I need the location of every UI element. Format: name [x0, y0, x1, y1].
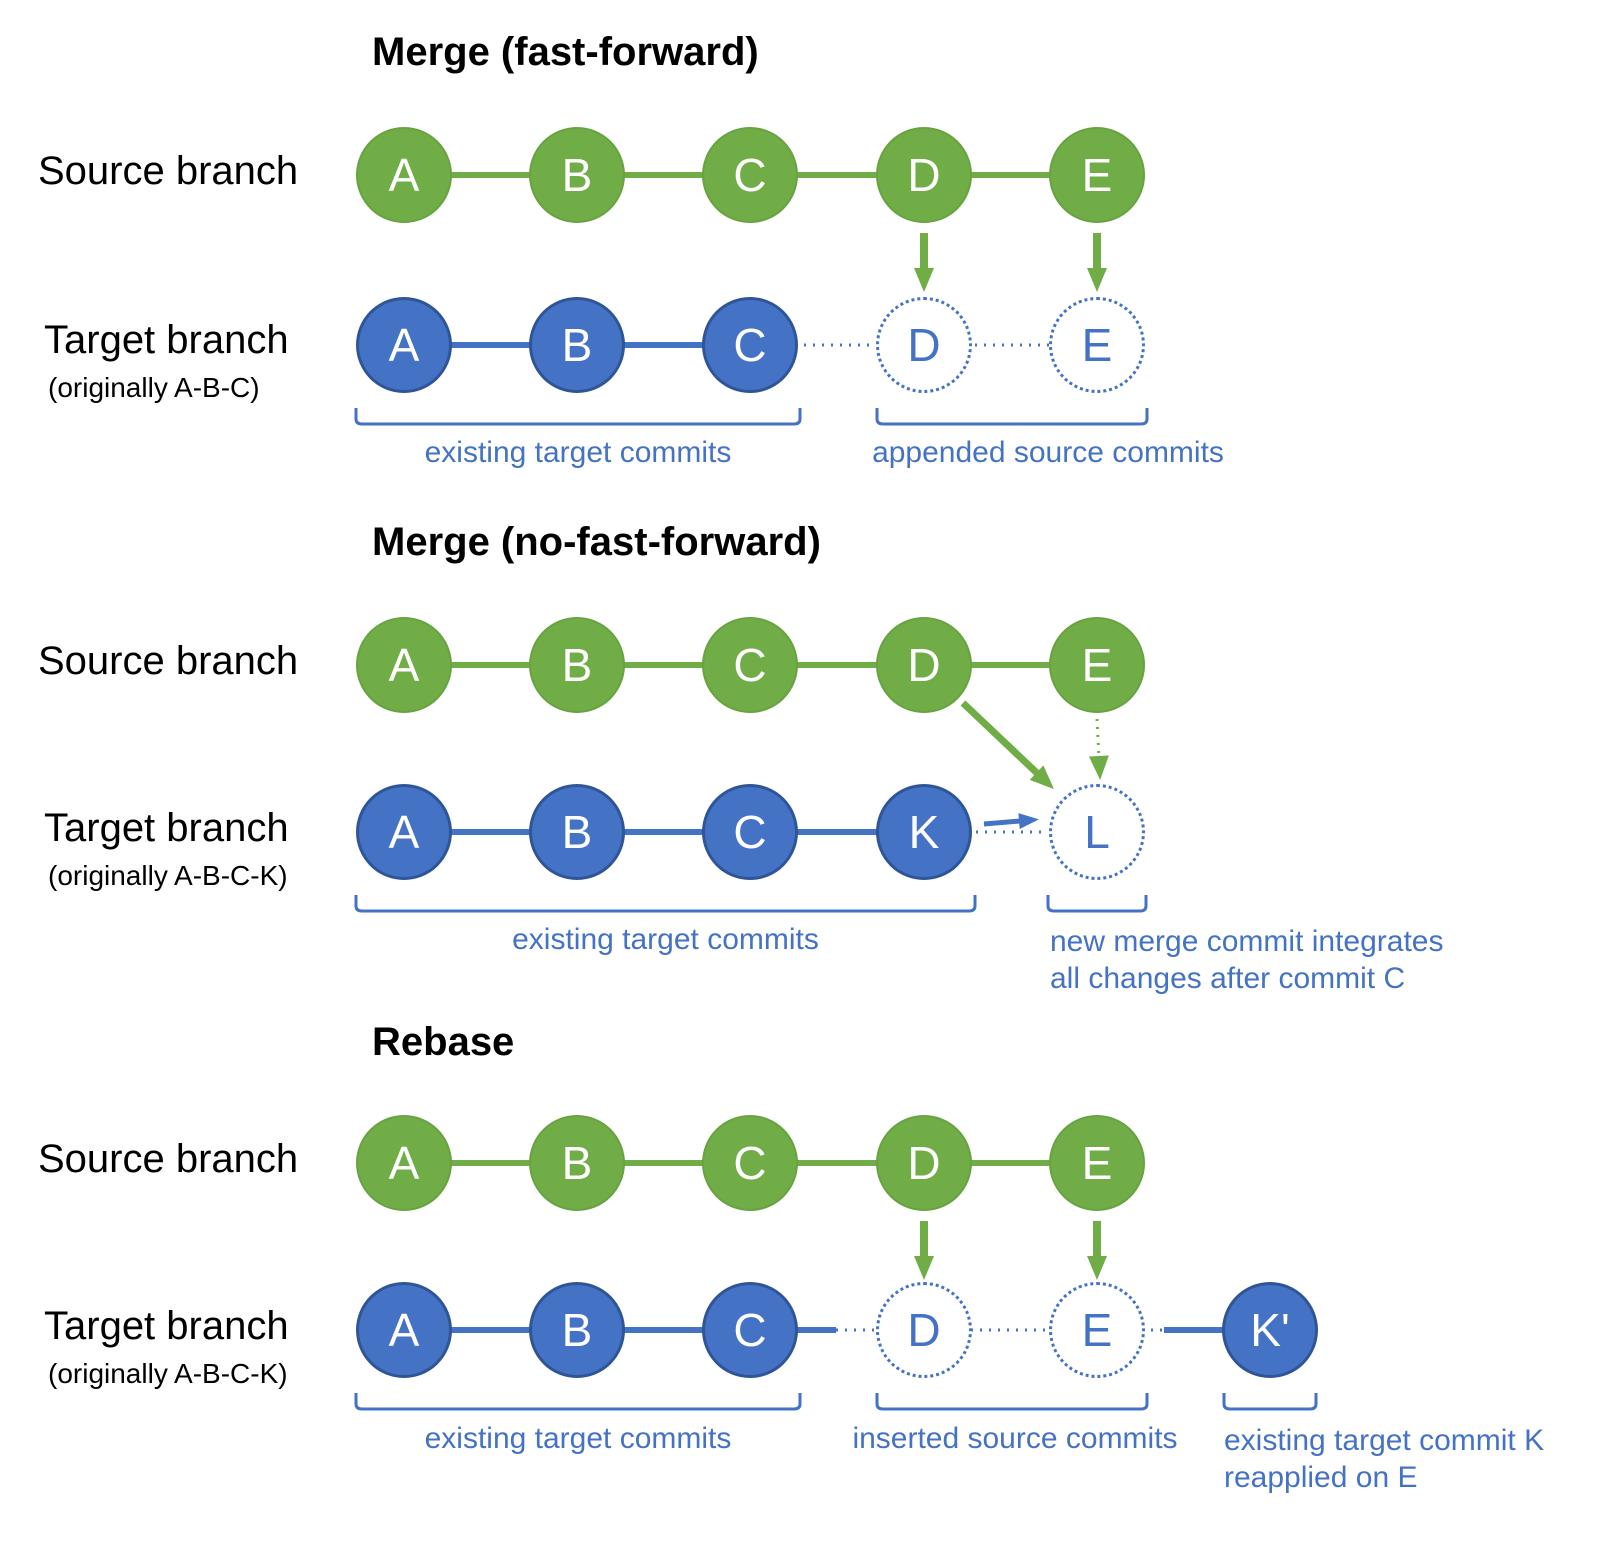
s2-left-bracket — [354, 895, 977, 913]
s3-target-commit-c: C — [702, 1282, 798, 1378]
s2-target-commit-b: B — [529, 784, 625, 880]
s1-target-commit-b: B — [529, 297, 625, 393]
s3-right-bracket-label-line1: existing target commit K — [1224, 1424, 1545, 1457]
s2-arrow-d-to-l-icon — [960, 700, 1054, 790]
s1-target-commit-a: A — [356, 297, 452, 393]
s3-right-bracket-label: existing target commit K reapplied on E — [1224, 1422, 1544, 1496]
s1-source-commit-d: D — [876, 127, 972, 223]
s1-left-bracket — [354, 408, 802, 426]
s3-source-commit-b: B — [529, 1115, 625, 1211]
s2-source-commit-a: A — [356, 617, 452, 713]
s2-source-commit-d: D — [876, 617, 972, 713]
s2-merge-commit-l: L — [1049, 784, 1145, 880]
s2-source-commit-e: E — [1049, 617, 1145, 713]
s1-target-commit-c: C — [702, 297, 798, 393]
s3-reapplied-commit-kprime: K' — [1222, 1282, 1318, 1378]
s3-inserted-commit-e: E — [1049, 1282, 1145, 1378]
s2-right-bracket-label-line1: new merge commit integrates — [1050, 925, 1444, 958]
section-title-no-fast-forward: Merge (no-fast-forward) — [372, 520, 821, 564]
s3-source-commit-d: D — [876, 1115, 972, 1211]
s2-source-branch-label: Source branch — [38, 639, 299, 683]
s2-target-commit-c: C — [702, 784, 798, 880]
s3-right-bracket-label-line2: reapplied on E — [1224, 1461, 1418, 1494]
s3-left-bracket — [354, 1393, 802, 1411]
s3-source-commit-c: C — [702, 1115, 798, 1211]
s3-target-commit-a: A — [356, 1282, 452, 1378]
s1-source-commit-e: E — [1049, 127, 1145, 223]
s3-left-bracket-label: existing target commits — [424, 1422, 732, 1455]
s1-target-branch-note: (originally A-B-C) — [48, 372, 260, 403]
s3-mid-bracket — [875, 1393, 1149, 1411]
s2-right-bracket-label-line2: all changes after commit C — [1050, 962, 1406, 995]
s1-left-bracket-label: existing target commits — [424, 436, 732, 469]
s3-target-commit-b: B — [529, 1282, 625, 1378]
s2-arrow-k-to-l-icon — [983, 813, 1039, 830]
s1-source-branch-label: Source branch — [38, 149, 299, 193]
s2-target-commit-k: K — [876, 784, 972, 880]
s3-source-commit-e: E — [1049, 1115, 1145, 1211]
s3-source-branch-label: Source branch — [38, 1137, 299, 1181]
s1-appended-commit-d: D — [876, 297, 972, 393]
s2-right-bracket-label: new merge commit integrates all changes … — [1050, 923, 1444, 997]
s3-target-branch-note: (originally A-B-C-K) — [48, 1358, 288, 1389]
s1-appended-commit-e: E — [1049, 297, 1145, 393]
s3-target-branch-label: Target branch — [44, 1304, 289, 1348]
s1-right-bracket — [875, 408, 1149, 426]
s2-dotted-arrow-e-to-l-icon — [1088, 718, 1109, 780]
s1-right-bracket-label: appended source commits — [872, 436, 1224, 469]
s1-source-commit-a: A — [356, 127, 452, 223]
s3-inserted-commit-d: D — [876, 1282, 972, 1378]
section-title-fast-forward: Merge (fast-forward) — [372, 30, 759, 74]
s3-source-commit-a: A — [356, 1115, 452, 1211]
s2-target-branch-note: (originally A-B-C-K) — [48, 860, 288, 891]
s3-mid-bracket-label: inserted source commits — [852, 1422, 1178, 1455]
s2-target-commit-a: A — [356, 784, 452, 880]
s2-target-branch-label: Target branch — [44, 806, 289, 850]
s2-right-bracket — [1046, 895, 1148, 913]
s2-source-commit-b: B — [529, 617, 625, 713]
section-title-rebase: Rebase — [372, 1020, 515, 1064]
s2-left-bracket-label: existing target commits — [512, 923, 819, 956]
s1-source-commit-b: B — [529, 127, 625, 223]
s2-source-commit-c: C — [702, 617, 798, 713]
s1-source-commit-c: C — [702, 127, 798, 223]
s1-target-branch-label: Target branch — [44, 318, 289, 362]
s3-right-bracket — [1222, 1393, 1318, 1411]
